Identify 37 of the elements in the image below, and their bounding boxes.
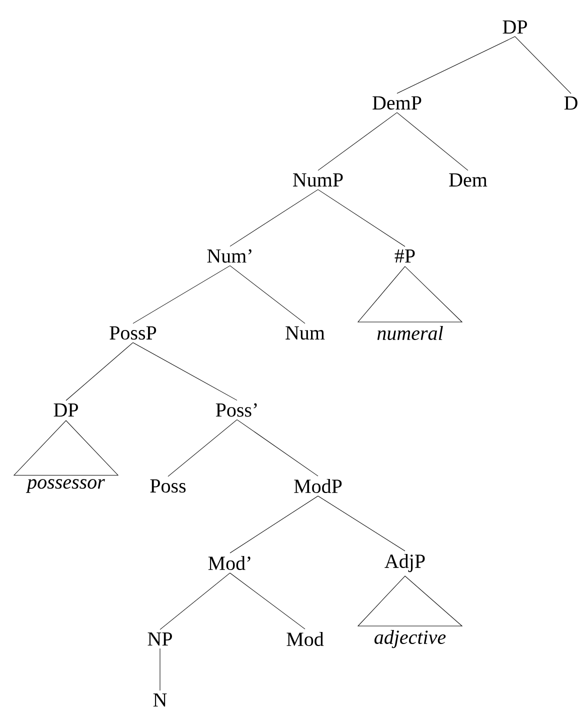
branch-line <box>396 112 468 171</box>
tree-label: N <box>153 693 167 707</box>
tree-label: Poss’ <box>216 403 257 417</box>
tree-label: Dem <box>449 173 488 187</box>
branch-line <box>236 419 318 476</box>
branch-line <box>168 419 238 477</box>
branch-line <box>514 36 572 94</box>
branch-line <box>132 265 230 324</box>
tree-label: DemP <box>372 96 422 110</box>
tree-label: DP <box>502 20 527 34</box>
branch-line <box>230 265 306 324</box>
tree-label: Mod <box>286 632 324 646</box>
branch-line <box>66 342 134 401</box>
tree-label: PossP <box>110 326 156 340</box>
tree-label: NumP <box>293 173 343 187</box>
tree-label: Num <box>286 326 325 340</box>
branch-line <box>318 496 406 552</box>
branch-line <box>230 189 318 247</box>
branch-line <box>396 36 516 94</box>
branch-line <box>318 112 398 171</box>
leaf-word: numeral <box>377 326 443 340</box>
branch-line <box>318 189 406 247</box>
tree-label: ModP <box>294 478 342 494</box>
branch-line <box>160 572 230 630</box>
tree-label: D <box>564 96 578 110</box>
tree-label: NP <box>148 632 172 646</box>
tree-label: AdjP <box>384 554 425 572</box>
tree-label: Mod’ <box>208 556 250 570</box>
branch-line <box>230 496 318 554</box>
branch-line <box>230 572 306 630</box>
tree-label: Poss <box>150 479 186 493</box>
leaf-word: adjective <box>374 630 446 648</box>
tree-label: #P <box>394 249 415 263</box>
tree-label: DP <box>54 403 78 417</box>
leaf-word: possessor <box>26 479 105 493</box>
branch-line <box>132 342 238 401</box>
tree-label: Num’ <box>207 249 252 263</box>
